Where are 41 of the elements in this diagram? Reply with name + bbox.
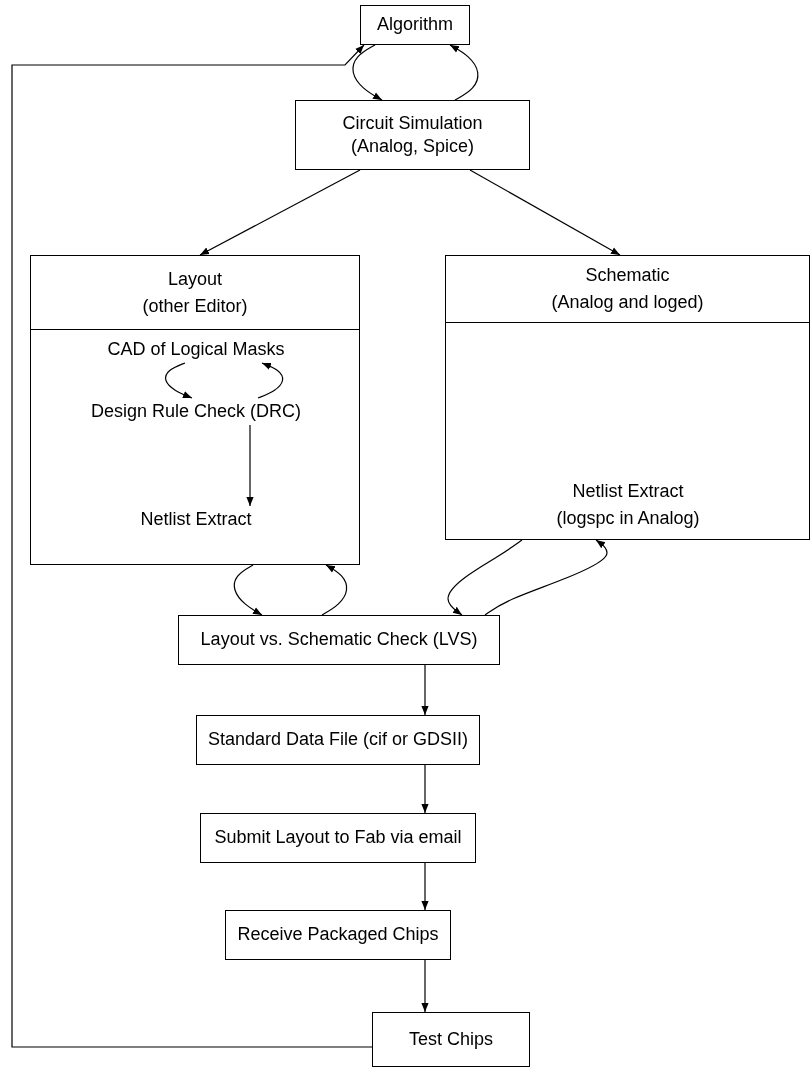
arrow bbox=[165, 362, 193, 399]
process-box bbox=[178, 615, 500, 665]
step-label: Test Chips bbox=[408, 1027, 493, 1051]
arrow bbox=[421, 862, 429, 911]
panel-title: Layout bbox=[167, 267, 222, 291]
panel-subtitle: (Analog and loged) bbox=[551, 291, 704, 314]
step-label: (logspc in Analog) bbox=[556, 507, 700, 530]
step-label: Receive Packaged Chips bbox=[237, 923, 439, 947]
panel-title: Schematic bbox=[585, 264, 670, 287]
stage-panel bbox=[445, 255, 810, 540]
arrow bbox=[352, 44, 383, 101]
arrow bbox=[321, 564, 348, 616]
arrow bbox=[257, 362, 284, 399]
step-label: Design Rule Check (DRC) bbox=[90, 400, 302, 423]
process-box bbox=[360, 5, 470, 45]
arrow bbox=[421, 664, 429, 716]
arrow bbox=[449, 44, 479, 101]
step-label: Algorithm bbox=[377, 13, 453, 37]
process-box bbox=[372, 1012, 530, 1067]
arrow bbox=[484, 539, 608, 616]
step-label: Circuit Simulation (Analog, Spice) bbox=[341, 111, 484, 158]
arrow bbox=[246, 424, 254, 507]
arrow bbox=[421, 959, 429, 1013]
arrow bbox=[199, 169, 361, 256]
step-label: CAD of Logical Masks bbox=[107, 338, 285, 361]
step-label: Netlist Extract bbox=[572, 480, 684, 503]
arrow bbox=[233, 564, 263, 616]
arrow bbox=[11, 44, 373, 1048]
arrow bbox=[469, 169, 621, 256]
step-label: Standard Data File (cif or GDSII) bbox=[207, 728, 469, 752]
process-box bbox=[200, 813, 476, 863]
stage-panel bbox=[30, 255, 360, 565]
arrow bbox=[447, 539, 523, 616]
arrow bbox=[421, 764, 429, 814]
process-box bbox=[225, 910, 451, 960]
panel-subtitle: (other Editor) bbox=[142, 294, 248, 318]
step-label: Layout vs. Schematic Check (LVS) bbox=[200, 628, 478, 652]
step-label: Netlist Extract bbox=[140, 508, 252, 531]
step-label: Submit Layout to Fab via email bbox=[214, 826, 462, 850]
process-box bbox=[196, 715, 480, 765]
process-box bbox=[295, 100, 530, 170]
